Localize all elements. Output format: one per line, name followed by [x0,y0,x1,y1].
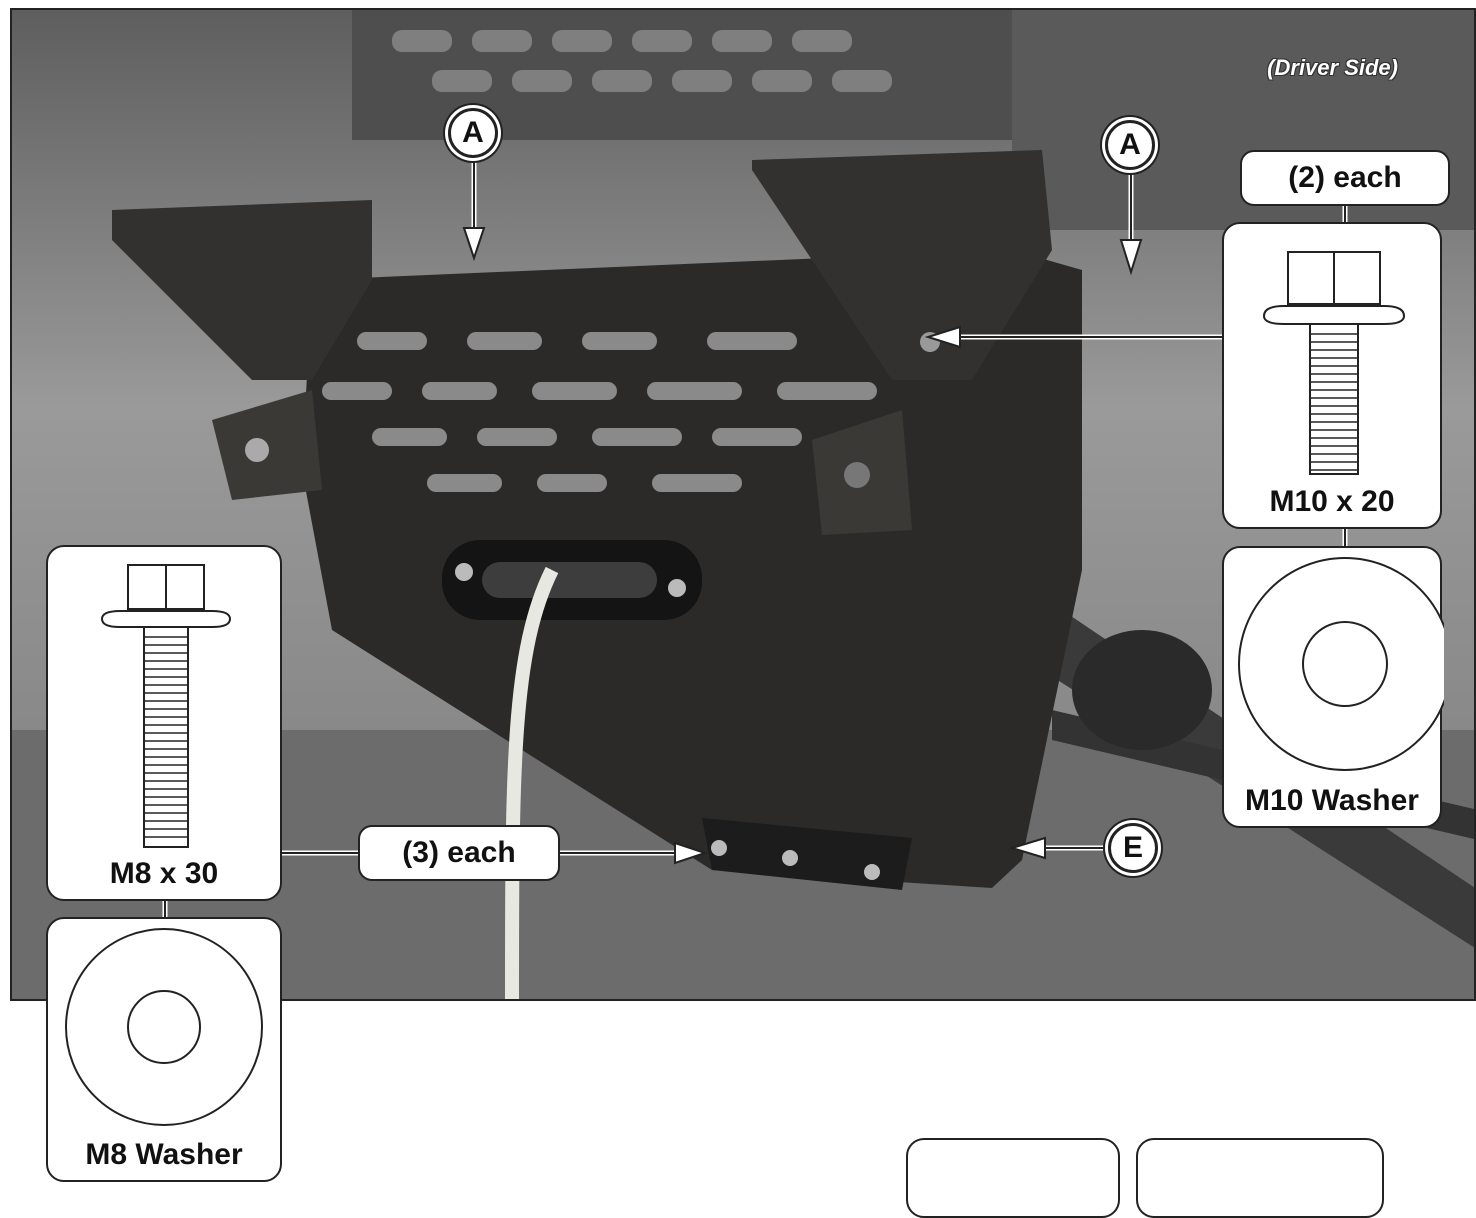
m8-bolt-label: M8 x 30 [109,857,219,890]
callout-a-left: A [448,108,498,158]
m10-washer-card: M10 Washer [1222,546,1444,828]
washer-icon [1238,557,1444,771]
driver-side-label: (Driver Side) [1267,55,1398,80]
m8-bolt-card: M8 x 30 [46,545,282,901]
qty-bottom-label: (3) each [358,825,560,881]
washer-icon [65,928,263,1126]
qty-top-label: (2) each [1240,150,1450,206]
m10-washer-label: M10 Washer [1245,784,1419,817]
m10-bolt-label: M10 x 20 [1269,485,1395,518]
partial-card-left [906,1138,1120,1218]
m8-washer-card: M8 Washer [46,917,282,1182]
m8-washer-label: M8 Washer [85,1138,243,1171]
m10-bolt-card: M10 x 20 [1222,222,1442,529]
callout-e: E [1108,823,1158,873]
hex-bolt-icon [100,564,232,848]
callout-a-right: A [1105,120,1155,170]
partial-card-right [1136,1138,1384,1218]
hex-bolt-icon [1262,251,1406,475]
